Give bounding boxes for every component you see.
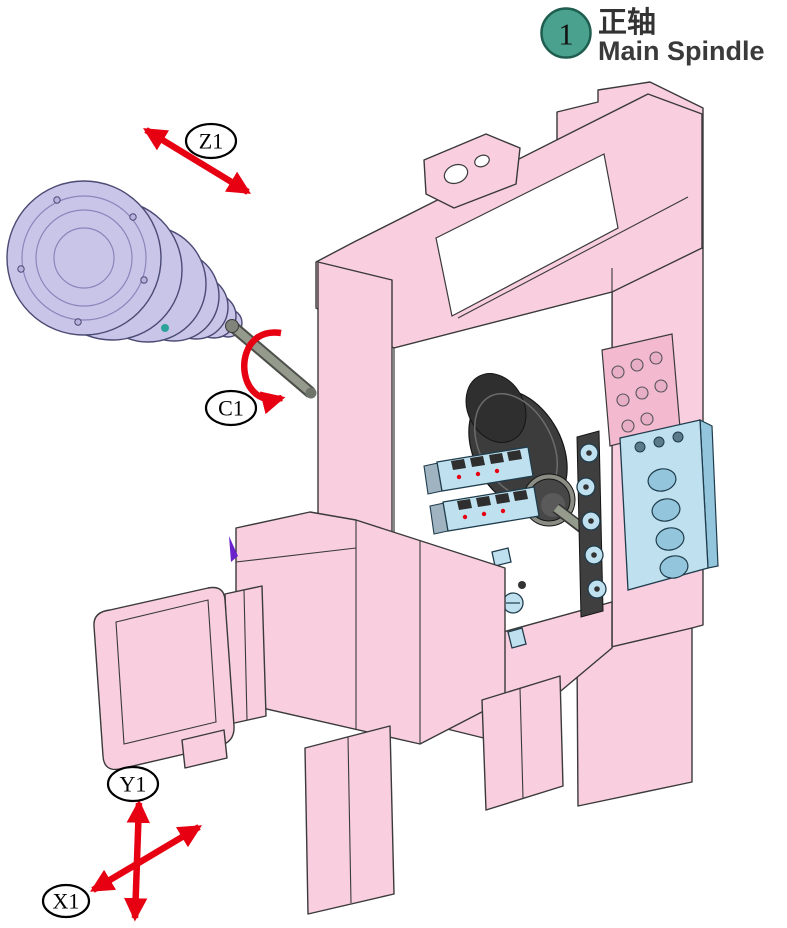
rear-leg <box>481 675 564 811</box>
bracket-hole-small <box>474 154 490 168</box>
beam-lower-edge-line <box>457 196 689 319</box>
rod-tip <box>305 387 317 399</box>
x1-motion-arrow <box>89 824 203 893</box>
drawbar-rod <box>228 321 313 396</box>
x1-label-ellipse <box>41 883 91 919</box>
cutter-bit-c <box>507 627 527 649</box>
legend-number: 1 <box>558 17 574 52</box>
servo-motor-inner-line <box>115 599 217 745</box>
c1-axis-label: C1 <box>218 396 244 421</box>
chuck-ring-outer <box>21 195 147 321</box>
z1-motion-arrow <box>143 127 251 195</box>
y1-label-ellipse <box>106 765 160 803</box>
beam-window-opening <box>435 153 619 317</box>
bolt-holes <box>611 351 668 433</box>
teal-indicator <box>161 324 169 332</box>
chuck-bolts <box>17 196 148 326</box>
column-foot <box>576 627 693 807</box>
carriage <box>93 511 506 771</box>
y1-axis-label: Y1 <box>120 772 147 797</box>
slide-way-line <box>235 547 357 563</box>
c1-rotation-arrow <box>241 329 286 415</box>
servo-motor-tab <box>181 729 228 769</box>
z1-label-ellipse <box>184 122 238 160</box>
motion-arrows <box>89 127 286 922</box>
workpiece-stub <box>553 504 584 531</box>
cutter-pin <box>518 581 526 589</box>
legend: 1 正轴 Main Spindle <box>540 5 765 66</box>
x1-axis-label: X1 <box>53 889 80 914</box>
gang-row-upper-dots <box>456 468 500 480</box>
coupling-edge <box>243 589 248 721</box>
top-bracket <box>423 133 521 209</box>
gear-train <box>576 443 607 599</box>
axis-labels: Z1 C1 Y1 X1 <box>41 122 258 919</box>
gang-row-lower-slots <box>457 490 528 510</box>
c1-label-ellipse <box>204 389 258 427</box>
cross-slide-body <box>235 511 506 745</box>
bracket-hole-large <box>443 163 469 185</box>
chuck-ring-inner <box>53 227 115 289</box>
spindle-bore <box>225 319 239 333</box>
rear-leg-edge <box>519 687 524 799</box>
legend-title-zh: 正轴 <box>598 5 656 39</box>
turret-upper-lobe <box>465 373 527 443</box>
gang-row-lower-dots <box>462 508 506 520</box>
gang-row-upper-slots <box>451 450 522 470</box>
tooling <box>423 373 719 649</box>
legs <box>304 675 564 915</box>
back-tool-block-ports <box>647 468 689 579</box>
purple-mark <box>229 536 238 562</box>
back-tool-block-pins <box>634 431 684 453</box>
spindle-chuck-face <box>6 180 162 336</box>
spindle-assembly <box>6 180 317 399</box>
z1-axis-label: Z1 <box>199 129 223 154</box>
chuck-ring-mid <box>35 209 133 307</box>
legend-title-en: Main Spindle <box>598 36 765 66</box>
cutter-bit-a <box>491 547 512 567</box>
legend-badge <box>540 7 592 59</box>
front-leg-edge <box>347 736 352 904</box>
